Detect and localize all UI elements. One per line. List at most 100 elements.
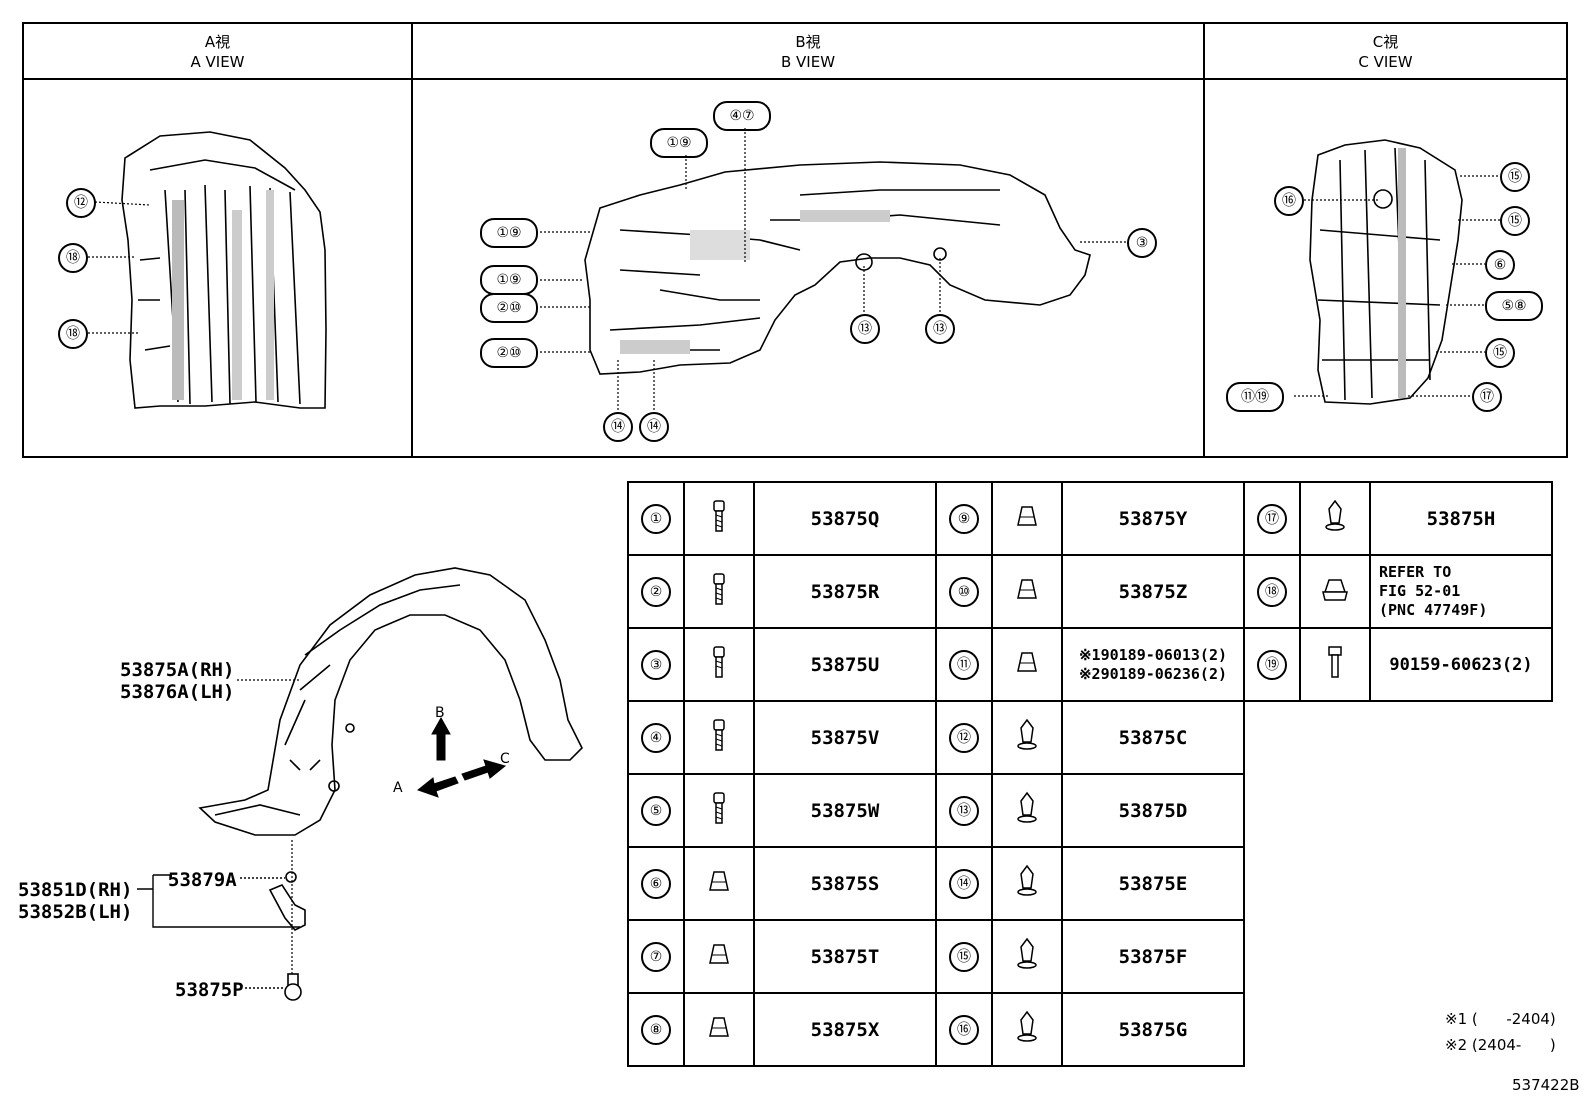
part-code-refer: REFER TO FIG 52-01 (PNC 47749F) <box>1369 554 1553 629</box>
callout-view-b: ⑭ <box>603 412 633 442</box>
liner-lh-label: 53876A(LH) <box>120 681 235 703</box>
part-code: 53875G <box>1061 992 1245 1067</box>
table-row: ⑥ 53875S ⑭ 53875E <box>627 846 1552 921</box>
callout-view-a: ⑱ <box>58 319 88 349</box>
part-code: 53875S <box>753 846 937 921</box>
part-code: 53875H <box>1369 481 1553 556</box>
empty-cell <box>1244 993 1552 1066</box>
bolt-label: 53875P <box>175 979 244 1001</box>
arrow-c-label: C <box>500 751 510 767</box>
bolt-icon <box>1299 627 1371 702</box>
grommet-icon <box>1299 554 1371 629</box>
callout-label: ②⑩ <box>480 293 538 323</box>
part-code-line-2: ※290189-06236(2) <box>1078 664 1228 683</box>
screw-icon <box>683 700 755 775</box>
callout-view-b: ①⑨ <box>650 128 708 158</box>
callout-label: ⑥ <box>1485 250 1515 280</box>
callout-view-b: ①⑨ <box>480 218 538 248</box>
liner-rh-label: 53875A(RH) <box>120 659 235 681</box>
nut-icon <box>991 554 1063 629</box>
part-index: ⑬ <box>949 795 979 826</box>
callout-view-b: ④⑦ <box>713 101 771 131</box>
part-index: ⑧ <box>641 1014 671 1045</box>
view-arrows <box>416 716 507 798</box>
callout-label: ⑪⑲ <box>1226 382 1284 412</box>
view-c-liner-drawing <box>1309 139 1463 405</box>
part-number-cell: ① <box>627 481 685 556</box>
refer-line-2: FIG 52-01 <box>1379 582 1461 600</box>
bracket-drawing <box>268 871 306 931</box>
part-index: ⑦ <box>641 941 671 972</box>
table-row: ② 53875R ⑩ 53875Z ⑱ REFER TO FIG 52-01 (… <box>627 554 1553 629</box>
part-number-cell: ⑮ <box>935 919 993 994</box>
part-number-cell: ⑩ <box>935 554 993 629</box>
clip-icon <box>1299 481 1371 556</box>
callout-label: ③ <box>1127 228 1157 258</box>
view-a-panel: A視 A VIEW <box>24 24 411 456</box>
part-number-cell: ⑪ <box>935 627 993 702</box>
nut-icon <box>683 846 755 921</box>
callout-view-c: ⑤⑧ <box>1485 291 1543 321</box>
callout-label: ⑫ <box>66 188 96 218</box>
part-index: ⑤ <box>641 795 671 826</box>
bracket-lh-label: 53852B(LH) <box>18 901 133 923</box>
callout-view-c: ⑰ <box>1472 382 1502 412</box>
arrow-b-label: B <box>435 705 445 721</box>
callout-label: ⑬ <box>850 314 880 344</box>
screw-icon <box>683 627 755 702</box>
part-code: 53875F <box>1061 919 1245 994</box>
part-code: 53875D <box>1061 773 1245 848</box>
callout-label: ⑮ <box>1500 162 1530 192</box>
empty-cell <box>1244 847 1552 920</box>
part-code: 53875C <box>1061 700 1245 775</box>
callout-view-b: ②⑩ <box>480 338 538 368</box>
callout-view-c: ⑮ <box>1485 338 1515 368</box>
callout-view-c: ⑮ <box>1500 206 1530 236</box>
view-b-title-en: B VIEW <box>780 53 836 71</box>
callout-label: ①⑨ <box>480 218 538 248</box>
table-row: ④ 53875V ⑫ 53875C <box>627 700 1552 775</box>
empty-cell <box>1244 774 1552 847</box>
bolt-drawing <box>284 973 302 1001</box>
nut-icon <box>991 627 1063 702</box>
part-number-cell: ③ <box>627 627 685 702</box>
part-code: 53875Y <box>1061 481 1245 556</box>
callout-view-b: ②⑩ <box>480 293 538 323</box>
part-index: ⑨ <box>949 503 979 534</box>
part-number-cell: ⑭ <box>935 846 993 921</box>
part-index: ① <box>641 503 671 534</box>
clip-icon <box>991 919 1063 994</box>
part-number-cell: ② <box>627 554 685 629</box>
view-b-panel: B視 B VIEW <box>413 24 1203 456</box>
part-code: 90159-60623(2) <box>1369 627 1553 702</box>
part-number-cell: ⑫ <box>935 700 993 775</box>
table-row: ③ 53875U ⑪ ※190189-06013(2) ※290189-0623… <box>627 627 1553 702</box>
callout-label: ⑮ <box>1500 206 1530 236</box>
callout-label: ⑭ <box>639 412 669 442</box>
part-number-cell: ⑦ <box>627 919 685 994</box>
part-code-line-1: ※190189-06013(2) <box>1078 645 1228 664</box>
clip-icon <box>991 992 1063 1067</box>
view-divider <box>1203 24 1205 456</box>
part-code: 53875Z <box>1061 554 1245 629</box>
figure-id: 537422B <box>1512 1076 1580 1094</box>
callout-view-a: ⑱ <box>58 243 88 273</box>
bracket-rh-label: 53851D(RH) <box>18 879 133 901</box>
part-number-cell: ⑰ <box>1243 481 1301 556</box>
callout-label: ⑱ <box>58 243 88 273</box>
part-code: 53875E <box>1061 846 1245 921</box>
callout-view-b: ⑬ <box>925 314 955 344</box>
callout-label: ①⑨ <box>650 128 708 158</box>
part-index: ③ <box>641 649 671 680</box>
view-divider <box>411 24 413 456</box>
view-a-header: A視 A VIEW <box>24 24 411 80</box>
part-code-dual: ※190189-06013(2) ※290189-06236(2) <box>1061 627 1245 702</box>
part-index: ⑫ <box>949 722 979 753</box>
view-a-title-jp: A視 <box>204 33 231 51</box>
screw-icon <box>683 773 755 848</box>
note-2: ※2 (2404- ) <box>1445 1036 1556 1054</box>
callout-label: ⑮ <box>1485 338 1515 368</box>
callout-view-c: ⑪⑲ <box>1226 382 1284 412</box>
view-a-title-en: A VIEW <box>190 53 245 71</box>
